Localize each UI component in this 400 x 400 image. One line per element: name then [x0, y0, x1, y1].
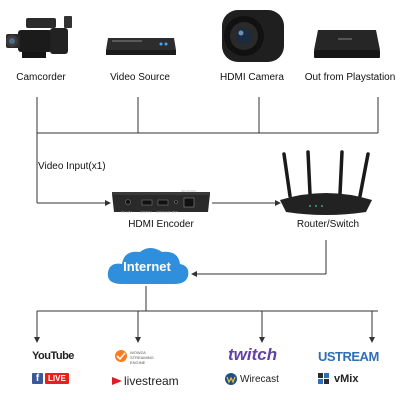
- encoder-port-label: HDMI IN: [140, 210, 152, 214]
- internet-label: Internet: [123, 259, 171, 274]
- encoder-port-label: HDMI OUT: [156, 210, 171, 214]
- encoder-port-label: DC 12V: [121, 210, 132, 214]
- source-label: Out from Playstation: [304, 72, 396, 83]
- router-icon: [280, 150, 372, 215]
- video-input-label: Video Input(x1): [38, 161, 106, 172]
- wowza-text: WOWZA STREAMING ENGINE: [130, 350, 154, 365]
- camcorder-icon: [6, 16, 72, 58]
- wowza-icon: [115, 350, 127, 362]
- source-label: HDMI Camera: [220, 72, 284, 83]
- twitch-text: twitch: [228, 345, 278, 364]
- playstation-icon: [314, 30, 380, 58]
- youtube-logo: YouTube: [32, 350, 74, 366]
- encoder-label: HDMI Encoder: [128, 219, 194, 230]
- vmix-icon: [318, 373, 329, 384]
- livestream-text: livestream: [124, 374, 179, 388]
- source-label: Video Source: [110, 72, 170, 83]
- youtube-text: YouTube: [32, 350, 74, 362]
- internet-cloud-icon: [107, 248, 189, 284]
- wirecast-icon: [225, 373, 237, 385]
- livestream-icon: [112, 377, 122, 385]
- vmix-text: vMix: [334, 373, 359, 385]
- encoder-port-label: NETWORK: [181, 189, 197, 193]
- live-badge: LIVE: [45, 373, 69, 384]
- router-label: Router/Switch: [296, 219, 360, 230]
- ustream-text: USTREAM: [318, 349, 379, 364]
- hdmi-encoder-icon: [112, 192, 210, 212]
- wirecast-text: Wirecast: [240, 374, 279, 385]
- video-recorder-icon: [106, 38, 176, 55]
- source-label: Camcorder: [16, 72, 66, 83]
- hdmi-camera-icon: [222, 10, 284, 62]
- encoder-port-label: RST: [172, 210, 178, 214]
- live-text: LIVE: [48, 374, 66, 383]
- facebook-icon: f: [32, 373, 43, 384]
